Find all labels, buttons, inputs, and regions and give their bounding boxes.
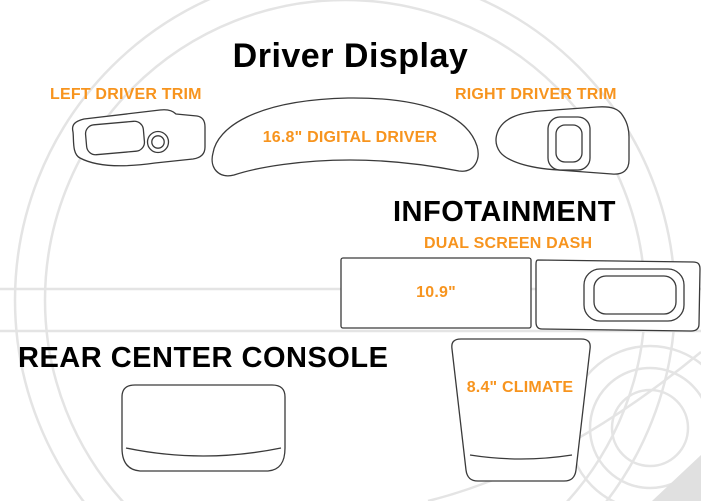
infotainment-screen-outline (340, 257, 532, 329)
driver-display-title: Driver Display (232, 37, 469, 75)
right-trim-button-outline (555, 124, 583, 163)
rear-console-outline (121, 384, 286, 472)
watermark-corner-wedge (652, 455, 701, 501)
rear-center-console-title: REAR CENTER CONSOLE (18, 342, 389, 374)
infotainment-screen-label: 10.9" (416, 284, 456, 301)
watermark-swirl-2 (588, 366, 701, 490)
passenger-screen-inner-outline (593, 275, 677, 315)
right-driver-trim-label: RIGHT DRIVER TRIM (455, 86, 617, 103)
left-trim-inset-outline (84, 120, 146, 156)
right-driver-trim-outline (495, 106, 630, 175)
part-outlines (71, 97, 701, 482)
left-trim-knob-outer (146, 130, 170, 154)
left-driver-trim-label: LEFT DRIVER TRIM (50, 86, 202, 103)
digital-driver-label: 16.8" DIGITAL DRIVER (262, 129, 438, 146)
digital-driver-screen-outline (211, 97, 479, 177)
infotainment-title: INFOTAINMENT (393, 196, 616, 228)
left-driver-trim-outline (71, 109, 206, 167)
left-trim-knob-inner (151, 135, 165, 149)
passenger-screen-inset-outline (583, 268, 685, 322)
dual-screen-dash-label: DUAL SCREEN DASH (424, 235, 593, 252)
climate-screen-lip-line (469, 454, 573, 460)
climate-screen-outline (451, 338, 591, 482)
climate-screen-label: 8.4" CLIMATE (466, 379, 574, 396)
right-trim-inset-outline (547, 116, 591, 171)
rear-console-lip-line (125, 447, 282, 457)
passenger-screen-outline (535, 259, 701, 332)
